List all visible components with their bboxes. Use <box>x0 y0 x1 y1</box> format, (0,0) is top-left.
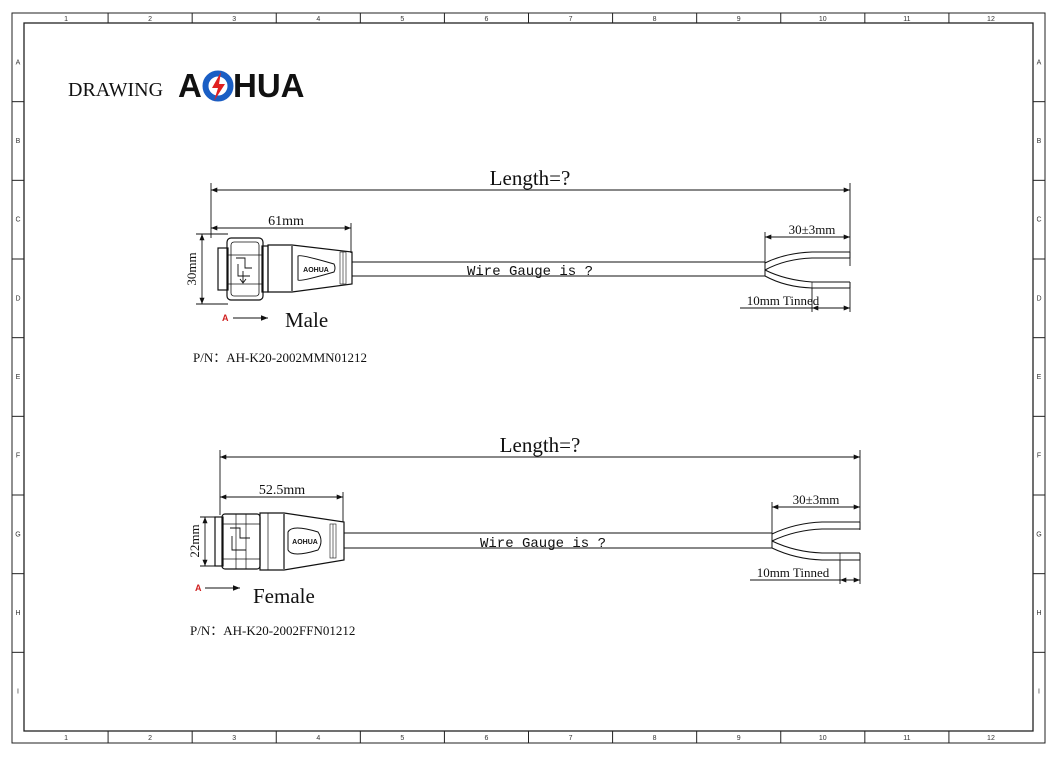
male-wire-gauge-label: Wire Gauge is ? <box>467 264 593 280</box>
female-tinned-dim-label: 10mm Tinned <box>757 565 830 580</box>
female-view-marker: A <box>195 583 202 593</box>
female-strip-dimension <box>771 502 860 533</box>
frame-column-label: 9 <box>737 735 741 742</box>
frame-row-label: I <box>17 689 19 696</box>
frame-column-label: 11 <box>903 735 910 742</box>
frame-row-label: H <box>15 610 20 617</box>
frame-row-label: C <box>1036 217 1041 224</box>
frame-column-label: 12 <box>987 16 995 23</box>
male-view-marker: A <box>222 313 229 323</box>
male-body-dim-label: 61mm <box>268 214 304 229</box>
frame-column-label: 4 <box>316 735 320 742</box>
male-cable <box>352 251 851 289</box>
female-height-dim-label: 22mm <box>187 524 202 557</box>
frame-row-label: H <box>1036 610 1041 617</box>
female-connector-drawing <box>214 512 345 571</box>
frame-row-label: C <box>15 217 20 224</box>
male-height-dim-label: 30mm <box>184 252 199 285</box>
frame-column-label: 7 <box>569 16 573 23</box>
male-length-dimension <box>210 183 851 266</box>
frame-row-label: A <box>1037 59 1042 66</box>
male-tinned-dim-label: 10mm Tinned <box>747 293 820 308</box>
frame-column-label: 12 <box>987 735 995 742</box>
female-height-dimension <box>200 516 222 567</box>
frame-column-label: 2 <box>148 735 152 742</box>
frame-column-label: 5 <box>400 735 404 742</box>
male-title: Male <box>285 308 328 332</box>
frame-column-label: 7 <box>569 735 573 742</box>
female-body-dim-label: 52.5mm <box>259 483 305 498</box>
female-body-dimension <box>220 492 344 522</box>
frame-column-label: 11 <box>903 16 910 23</box>
frame-column-label: 10 <box>819 735 827 742</box>
female-length-dimension <box>219 450 861 530</box>
female-strip-dim-label: 30±3mm <box>793 492 840 507</box>
frame-row-label: F <box>16 453 20 460</box>
frame-column-label: 10 <box>819 16 827 23</box>
male-strip-dim-label: 30±3mm <box>789 222 836 237</box>
female-assembly: Length=? 52.5mm 22mm AOHUA <box>187 433 861 638</box>
svg-text:A: A <box>178 67 202 104</box>
frame-column-label: 3 <box>232 735 236 742</box>
male-height-dimension <box>196 233 228 305</box>
female-tinned-dimension <box>750 560 861 584</box>
frame-row-label: I <box>1038 689 1040 696</box>
female-cable <box>344 521 861 561</box>
frame-row-label: G <box>15 531 20 538</box>
frame-column-label: 1 <box>64 16 68 23</box>
female-wire-gauge-label: Wire Gauge is ? <box>480 536 606 552</box>
svg-text:HUA: HUA <box>233 67 305 104</box>
frame-column-label: 2 <box>148 16 152 23</box>
frame-column-label: 5 <box>400 16 404 23</box>
frame-column-label: 8 <box>653 735 657 742</box>
frame-column-label: 6 <box>485 735 489 742</box>
frame-row-label: B <box>16 138 21 145</box>
frame-row-label: B <box>1037 138 1042 145</box>
frame-row-label: E <box>16 374 21 381</box>
male-tinned-dimension <box>740 288 851 312</box>
frame-column-label: 1 <box>64 735 68 742</box>
female-length-label: Length=? <box>500 433 581 457</box>
female-brand-mark: AOHUA <box>292 539 318 546</box>
frame-row-label: A <box>16 59 21 66</box>
male-body-dimension <box>211 223 352 253</box>
drawing-label: DRAWING <box>68 79 163 101</box>
frame-column-label: 6 <box>485 16 489 23</box>
frame-column-label: 8 <box>653 16 657 23</box>
male-strip-dimension <box>764 232 850 262</box>
male-connector-drawing <box>217 237 353 301</box>
frame-row-label: G <box>1036 531 1041 538</box>
female-part-number: P/N：AH-K20-2002FFN01212 <box>190 623 355 638</box>
aohua-logo: A HUA <box>178 67 305 104</box>
frame-row-label: D <box>15 295 20 302</box>
frame-column-label: 4 <box>316 16 320 23</box>
male-brand-mark: AOHUA <box>303 267 329 274</box>
lightning-bolt-icon <box>212 72 225 101</box>
drawing-frame <box>11 12 1046 744</box>
male-part-number: P/N：AH-K20-2002MMN01212 <box>193 350 367 365</box>
male-length-label: Length=? <box>490 166 571 190</box>
frame-row-label: D <box>1036 295 1041 302</box>
frame-column-label: 9 <box>737 16 741 23</box>
frame-row-label: E <box>1037 374 1042 381</box>
frame-row-label: F <box>1037 453 1041 460</box>
female-title: Female <box>253 584 315 608</box>
male-assembly: Length=? 61mm 30mm <box>184 166 851 365</box>
frame-column-label: 3 <box>232 16 236 23</box>
frame-zone-ticks <box>12 13 1045 743</box>
